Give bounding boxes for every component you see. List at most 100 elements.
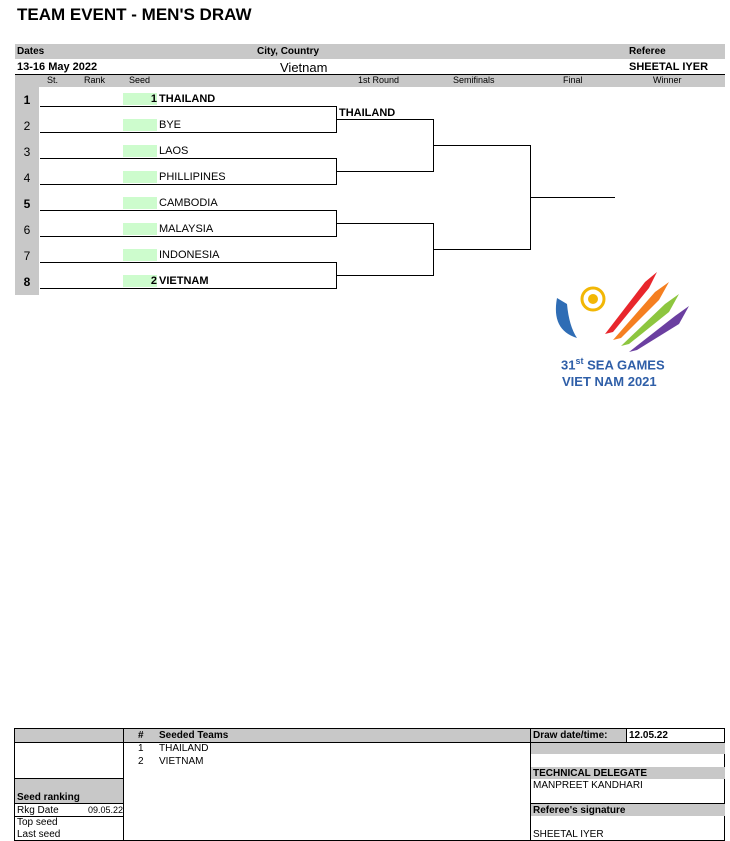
seed-box: 2 — [123, 275, 157, 287]
seed-ranking-bar — [15, 779, 123, 803]
draw-line — [40, 184, 337, 185]
bracket-connector — [433, 223, 434, 276]
footer-divider — [530, 803, 725, 804]
seed-box: 1 — [123, 93, 157, 105]
sea-games-emblem-icon — [555, 272, 689, 352]
col-rank: Rank — [84, 75, 106, 85]
col-winner: Winner — [653, 75, 682, 85]
col-st: St. — [47, 75, 59, 85]
col-final: Final — [563, 75, 583, 85]
col-seed: Seed — [129, 75, 151, 85]
seed-box — [123, 145, 157, 157]
round1-winner: THAILAND — [339, 107, 396, 119]
seeded-number: 2 — [138, 756, 144, 767]
team-name: PHILLIPINES — [159, 171, 226, 183]
row-number: 6 — [15, 217, 39, 243]
draw-line — [40, 106, 337, 107]
referee-label: Referee — [629, 46, 666, 57]
seeded-number: 1 — [138, 743, 144, 754]
draw-line — [40, 210, 337, 211]
draw-line — [40, 262, 337, 263]
draw-line — [40, 236, 337, 237]
city-label: City, Country — [257, 46, 320, 57]
team-name: VIETNAM — [159, 275, 209, 287]
team-name: BYE — [159, 119, 182, 131]
column-header-bar — [15, 75, 725, 87]
round1-line — [337, 275, 434, 276]
seeded-teams-label: Seeded Teams — [159, 730, 229, 741]
seed-box — [123, 171, 157, 183]
info-underline — [15, 74, 725, 75]
referee-signature-label: Referee's signature — [533, 805, 626, 816]
semifinal-line — [434, 249, 531, 250]
footer-divider — [14, 816, 124, 817]
seed-box — [123, 197, 157, 209]
logo-text-line2: VIET NAM 2021 — [562, 374, 657, 389]
last-seed-label: Last seed — [17, 829, 61, 840]
col-semis: Semifinals — [453, 75, 495, 85]
logo-games-text: SEA GAMES — [583, 357, 665, 373]
referee-sig-bar — [531, 804, 725, 816]
team-name: MALAYSIA — [159, 223, 214, 235]
seed-box — [123, 223, 157, 235]
referee-signature-value: SHEETAL IYER — [533, 829, 604, 840]
rkg-date-label: Rkg Date — [17, 805, 59, 816]
footer-divider — [530, 728, 531, 841]
draw-date-label: Draw date/time: — [533, 730, 608, 741]
rkg-date-value: 09.05.22 — [88, 805, 124, 815]
dates-value: 13-16 May 2022 — [17, 61, 98, 73]
city-value: Vietnam — [280, 60, 328, 75]
team-name: CAMBODIA — [159, 197, 218, 209]
logo-text-line1: 31st SEA GAMES — [561, 356, 665, 372]
row-number: 8 — [15, 269, 39, 295]
footer-divider — [123, 728, 124, 841]
row-number: 4 — [15, 165, 39, 191]
row-number: 7 — [15, 243, 39, 269]
final-line — [531, 197, 615, 198]
technical-delegate-value: MANPREET KANDHARI — [533, 780, 643, 791]
row-number: 1 — [15, 87, 39, 113]
bracket-connector — [336, 106, 337, 133]
seeded-hash: # — [138, 730, 144, 741]
col-round1: 1st Round — [358, 75, 400, 85]
technical-delegate-bar — [531, 767, 725, 779]
round1-line — [337, 119, 434, 120]
seeded-team: VIETNAM — [159, 756, 204, 767]
referee-value: SHEETAL IYER — [629, 61, 709, 73]
round1-line — [337, 171, 434, 172]
footer-right-bar — [531, 743, 725, 754]
top-seed-label: Top seed — [17, 817, 58, 828]
footer-divider — [626, 728, 627, 742]
footer-header-right — [531, 729, 627, 742]
info-header-bar — [15, 44, 725, 59]
bracket-connector — [336, 262, 337, 289]
draw-line — [40, 132, 337, 133]
page-title: TEAM EVENT - MEN'S DRAW — [17, 5, 252, 24]
draw-line — [40, 158, 337, 159]
bracket-connector — [433, 119, 434, 172]
row-number: 2 — [15, 113, 39, 139]
logo-superscript: st — [575, 356, 584, 366]
dates-label: Dates — [17, 46, 45, 57]
logo-number: 31 — [561, 357, 576, 373]
semifinal-line — [434, 145, 531, 146]
bracket-connector — [336, 158, 337, 185]
bracket-connector — [530, 145, 531, 250]
footer-divider — [14, 778, 124, 779]
team-name: LAOS — [159, 145, 189, 157]
draw-line — [40, 288, 337, 289]
sea-games-logo: 31st SEA GAMES VIET NAM 2021 — [545, 268, 695, 393]
team-name: INDONESIA — [159, 249, 220, 261]
seed-ranking-label: Seed ranking — [17, 792, 80, 803]
seeded-team: THAILAND — [159, 743, 209, 754]
seed-box — [123, 249, 157, 261]
draw-date-value: 12.05.22 — [629, 730, 668, 741]
row-number: 5 — [15, 191, 39, 217]
round1-line — [337, 223, 434, 224]
footer-divider — [14, 803, 124, 804]
team-name: THAILAND — [159, 93, 216, 105]
technical-delegate-label: TECHNICAL DELEGATE — [533, 768, 648, 779]
row-number: 3 — [15, 139, 39, 165]
bracket-connector — [336, 210, 337, 237]
footer-header-mid — [124, 729, 530, 742]
